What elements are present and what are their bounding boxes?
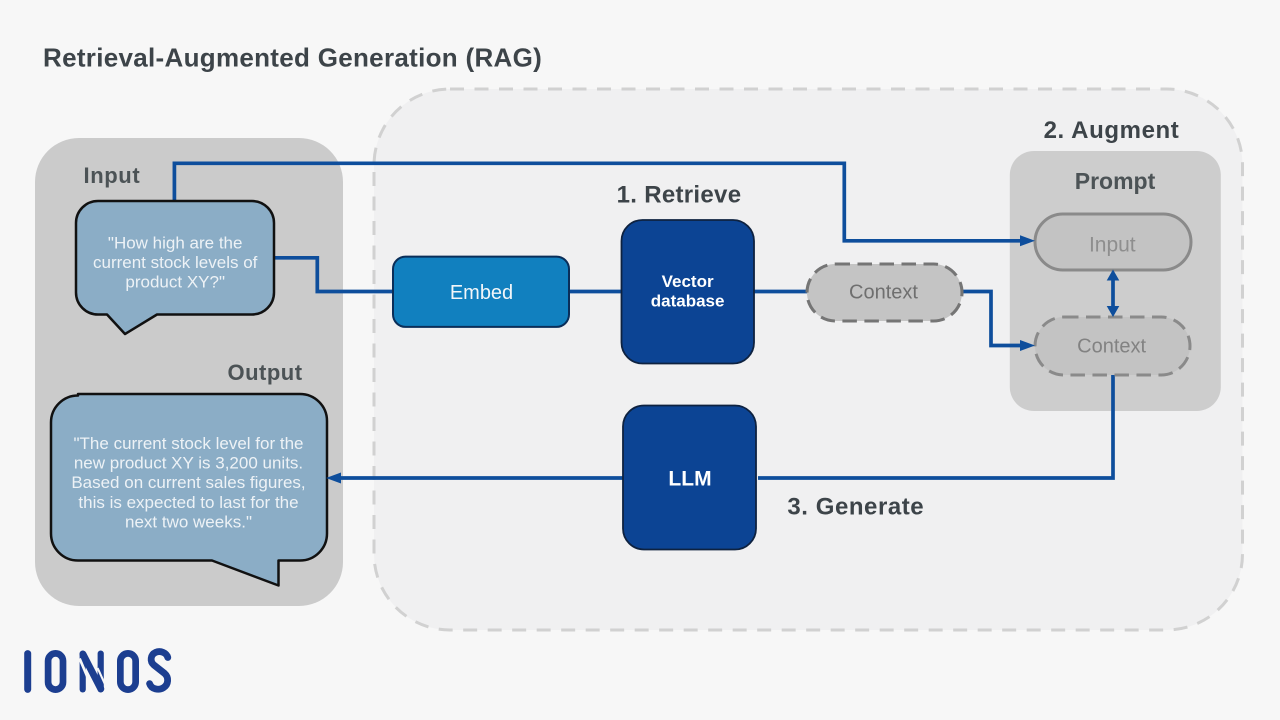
svg-text:Output: Output <box>227 360 302 385</box>
svg-text:3. Generate: 3. Generate <box>787 493 924 520</box>
svg-text:1. Retrieve: 1. Retrieve <box>617 181 742 208</box>
svg-text:this is expected to last for t: this is expected to last for the <box>78 493 298 512</box>
svg-text:product XY?": product XY?" <box>125 273 225 292</box>
svg-text:Based on current sales figures: Based on current sales figures, <box>71 473 305 492</box>
svg-text:2. Augment: 2. Augment <box>1044 117 1180 144</box>
svg-text:LLM: LLM <box>668 468 711 491</box>
svg-text:database: database <box>651 292 725 311</box>
svg-text:Input: Input <box>1089 234 1136 257</box>
svg-text:Prompt: Prompt <box>1075 168 1156 194</box>
svg-text:next two weeks.": next two weeks." <box>125 513 252 532</box>
svg-text:new product XY is 3,200 units.: new product XY is 3,200 units. <box>74 454 303 473</box>
svg-text:current stock levels of: current stock levels of <box>93 253 258 272</box>
svg-text:Input: Input <box>84 163 141 188</box>
svg-text:"How high are the: "How high are the <box>108 233 243 252</box>
svg-text:Vector: Vector <box>662 272 714 291</box>
svg-text:Context: Context <box>849 282 918 304</box>
svg-text:Embed: Embed <box>450 282 513 304</box>
svg-text:Retrieval-Augmented Generation: Retrieval-Augmented Generation (RAG) <box>43 42 542 72</box>
svg-text:Context: Context <box>1077 336 1146 358</box>
svg-text:"The current stock level for t: "The current stock level for the <box>74 434 304 453</box>
